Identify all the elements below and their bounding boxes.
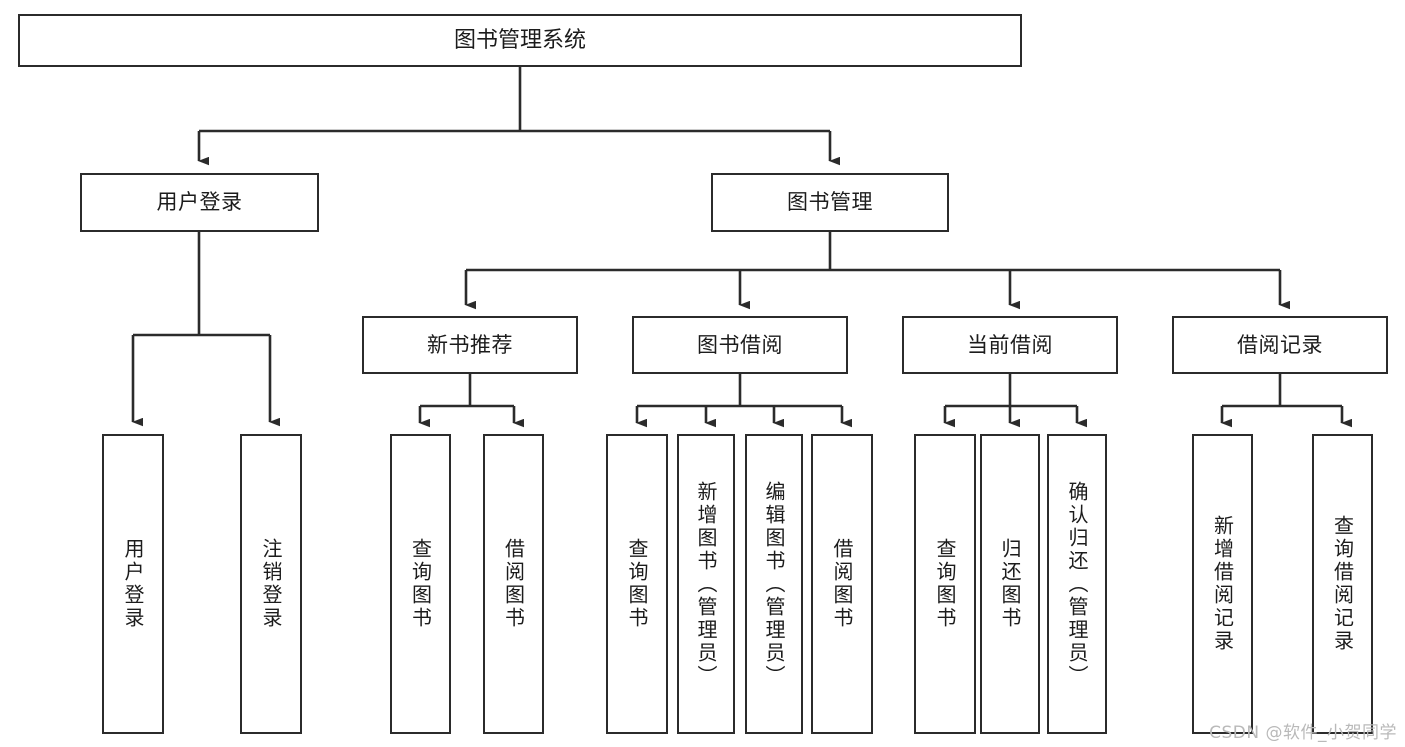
node-leaf-confirm-return[interactable]: 确认归还（管理员） [1047,434,1107,734]
node-leaf-logout[interactable]: 注销登录 [240,434,302,734]
node-leaf-borrow-book-2[interactable]: 借阅图书 [811,434,873,734]
node-user-login[interactable]: 用户登录 [80,173,319,232]
node-label: 新增图书（管理员） [694,480,718,688]
node-label: 新增借阅记录 [1210,515,1235,653]
node-leaf-query-book-2[interactable]: 查询图书 [606,434,668,734]
watermark: CSDN @软件_小贺同学 [1209,723,1397,743]
node-label: 借阅图书 [830,538,854,630]
node-label: 查询图书 [625,538,649,630]
node-book-manage[interactable]: 图书管理 [711,173,949,232]
node-borrow-record[interactable]: 借阅记录 [1172,316,1388,374]
node-leaf-add-record[interactable]: 新增借阅记录 [1192,434,1253,734]
node-label: 查询借阅记录 [1330,515,1355,653]
node-leaf-query-book-1[interactable]: 查询图书 [390,434,451,734]
node-label: 当前借阅 [967,332,1053,357]
node-root[interactable]: 图书管理系统 [18,14,1022,67]
node-label: 图书管理 [787,190,873,215]
node-label: 借阅图书 [501,538,526,630]
node-leaf-add-book[interactable]: 新增图书（管理员） [677,434,735,734]
node-book-borrow[interactable]: 图书借阅 [632,316,848,374]
node-label: 注销登录 [259,538,283,630]
node-label: 图书借阅 [697,332,783,357]
node-leaf-return-book[interactable]: 归还图书 [980,434,1040,734]
node-leaf-query-book-3[interactable]: 查询图书 [914,434,976,734]
node-leaf-user-login[interactable]: 用户登录 [102,434,164,734]
node-label: 查询图书 [933,538,957,630]
node-label: 用户登录 [121,538,145,630]
node-new-book-recommend[interactable]: 新书推荐 [362,316,578,374]
node-leaf-query-record[interactable]: 查询借阅记录 [1312,434,1373,734]
node-label: 图书管理系统 [453,27,586,53]
node-label: 新书推荐 [427,332,513,357]
node-label: 借阅记录 [1237,332,1323,357]
node-leaf-borrow-book-1[interactable]: 借阅图书 [483,434,544,734]
node-label: 查询图书 [408,538,433,630]
node-label: 用户登录 [156,190,243,215]
node-label: 确认归还（管理员） [1065,480,1089,688]
node-label: 归还图书 [998,538,1022,630]
node-leaf-edit-book[interactable]: 编辑图书（管理员） [745,434,803,734]
node-label: 编辑图书（管理员） [762,480,786,688]
node-current-borrow[interactable]: 当前借阅 [902,316,1118,374]
